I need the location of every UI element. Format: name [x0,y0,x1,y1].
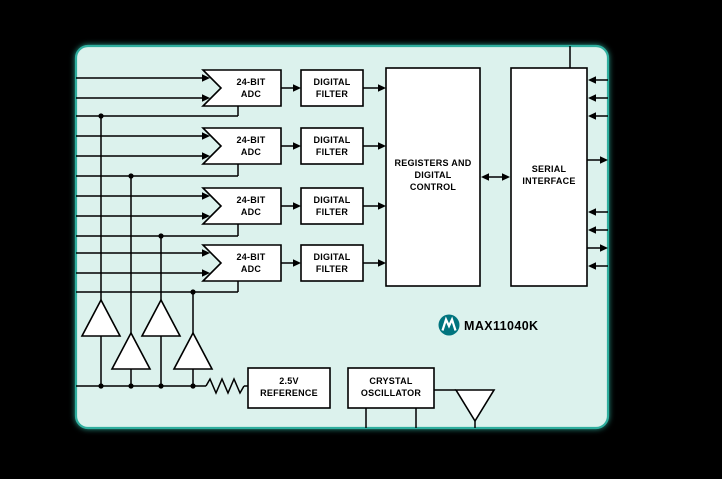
arrowhead-icon [378,84,386,92]
input-arrowhead-icon [588,112,596,120]
registers-block-body [385,67,481,287]
input-arrowhead-icon [588,94,596,102]
reference-buffer-2 [110,331,152,370]
adc-label-line2: ADC [241,89,261,99]
reference-buffer-1 [80,298,122,337]
adc-channel-2: 24-BIT ADC DIGITAL FILTER [76,127,386,165]
registers-label-line3: CONTROL [410,182,456,192]
input-arrowhead-icon [588,262,596,270]
filter-label-line1: DIGITAL [313,252,350,262]
registers-serial-bus [481,173,510,181]
arrowhead-icon [378,202,386,210]
junction-dot [128,173,134,179]
reference-buffer-3 [140,298,182,337]
input-arrowhead-icon [202,74,210,82]
arrowhead-icon [293,259,301,267]
serial-label-line2: INTERFACE [522,176,575,186]
junction-dot [190,289,196,295]
adc-label-line1: 24-BIT [236,252,265,262]
filter-label-line2: FILTER [316,207,349,217]
input-arrowhead-icon [588,76,596,84]
filter-label-line2: FILTER [316,89,349,99]
output-arrowhead-icon [600,156,608,164]
adc-symbol [201,244,282,282]
junction-dot [98,113,104,119]
adc-channel-3: 24-BIT ADC DIGITAL FILTER [76,187,386,225]
filter-label-line2: FILTER [316,264,349,274]
arrowhead-icon [293,142,301,150]
arrowhead-icon [293,202,301,210]
junction-dot [158,233,164,239]
input-arrowhead-icon [202,192,210,200]
input-arrowhead-icon [588,208,596,216]
adc-symbol [201,69,282,107]
digital-filter-block [300,244,364,282]
resistor-symbol [205,377,245,395]
digital-filter-block [300,127,364,165]
adc-channel-4: 24-BIT ADC DIGITAL FILTER [76,244,386,282]
reference-label-line1: 2.5V [279,376,299,386]
adc-channel-1: 24-BIT ADC DIGITAL FILTER [76,69,386,107]
input-arrowhead-icon [202,152,210,160]
maxim-logo [438,314,460,336]
filter-label-line1: DIGITAL [313,77,350,87]
registers-digital-control-block: REGISTERS AND DIGITAL CONTROL [385,67,481,287]
adc-symbol [201,187,282,225]
adc-label-line1: 24-BIT [236,135,265,145]
filter-label-line1: DIGITAL [313,135,350,145]
reference-block-body [247,367,331,409]
maxim-logo-m-glyph [441,316,457,331]
crystal-label-line2: OSCILLATOR [361,388,421,398]
serial-pin-lines [587,76,608,270]
adc-symbol [201,127,282,165]
registers-label-line1: REGISTERS AND [395,158,472,168]
reference-label-line2: REFERENCE [260,388,318,398]
filter-label-line2: FILTER [316,147,349,157]
arrowhead-icon [481,173,489,181]
registers-label-line2: DIGITAL [414,170,451,180]
reference-block: 2.5V REFERENCE [247,367,331,409]
adc-label-line1: 24-BIT [236,77,265,87]
crystal-block-body [347,367,435,409]
output-arrowhead-icon [600,244,608,252]
reference-buffer-4 [172,331,214,370]
input-arrowhead-icon [202,269,210,277]
clock-buffer-triangle [454,389,496,423]
crystal-label-line1: CRYSTAL [369,376,413,386]
input-arrowhead-icon [202,94,210,102]
adc-label-line2: ADC [241,207,261,217]
arrowhead-icon [378,259,386,267]
adc-label-line1: 24-BIT [236,195,265,205]
arrowhead-icon [378,142,386,150]
part-number: MAX11040K [464,319,538,333]
arrowhead-icon [502,173,510,181]
serial-interface-block: SERIAL INTERFACE [510,46,588,287]
crystal-oscillator-block: CRYSTAL OSCILLATOR [347,367,435,428]
digital-filter-block [300,69,364,107]
clock-buffer [434,389,496,428]
filter-label-line1: DIGITAL [313,195,350,205]
adc-label-line2: ADC [241,264,261,274]
arrowhead-icon [293,84,301,92]
reference-distribution [76,106,248,395]
serial-block-body [510,67,588,287]
input-arrowhead-icon [202,212,210,220]
digital-filter-block [300,187,364,225]
input-arrowhead-icon [588,226,596,234]
adc-label-line2: ADC [241,147,261,157]
input-arrowhead-icon [202,249,210,257]
serial-label-line1: SERIAL [532,164,567,174]
input-arrowhead-icon [202,132,210,140]
